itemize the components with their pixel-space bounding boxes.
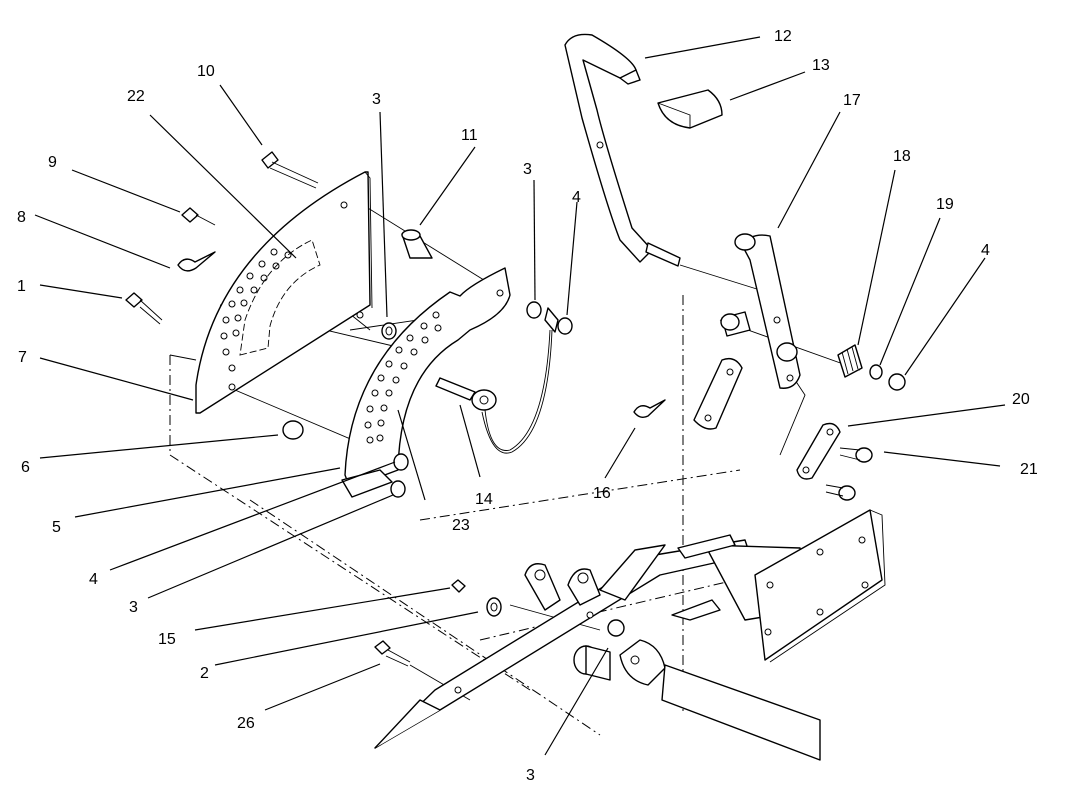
callout-26: 26	[237, 715, 255, 732]
callout-4-lower-left: 4	[89, 571, 98, 588]
pedal-link	[720, 233, 801, 389]
callout-4-right: 4	[981, 242, 990, 259]
brake-pedal	[564, 33, 681, 267]
callout-22: 22	[127, 88, 145, 105]
callout-3-top-right: 3	[523, 161, 532, 178]
lanyard-pin	[435, 329, 553, 454]
callout-7: 7	[18, 349, 27, 366]
left-hardware	[125, 151, 573, 498]
callout-5: 5	[52, 519, 61, 536]
callout-3-bottom: 3	[526, 767, 535, 784]
callout-19: 19	[936, 196, 954, 213]
callout-3-top-left: 3	[372, 91, 381, 108]
spring-assembly	[837, 344, 906, 391]
side-links	[633, 357, 873, 501]
callout-3-lower-left: 3	[129, 599, 138, 616]
callout-8: 8	[17, 209, 26, 226]
callout-16: 16	[593, 485, 611, 502]
callout-labels: 1 2 3 3 3 3 4 4 4 5 6 7 8 9 10 11 12 13 …	[17, 28, 1038, 784]
callout-6: 6	[21, 459, 30, 476]
callout-21: 21	[1020, 461, 1038, 478]
callout-4-top: 4	[572, 189, 581, 206]
callout-2: 2	[200, 665, 209, 682]
callout-10: 10	[197, 63, 215, 80]
frame-assembly	[374, 509, 886, 761]
callout-12: 12	[774, 28, 792, 45]
callout-18: 18	[893, 148, 911, 165]
callout-13: 13	[812, 57, 830, 74]
callout-20: 20	[1012, 391, 1030, 408]
quadrant-plate	[169, 171, 373, 414]
callout-17: 17	[843, 92, 861, 109]
callout-11: 11	[461, 127, 478, 144]
callout-14: 14	[475, 491, 493, 508]
pedal-pad	[657, 89, 723, 129]
callout-15: 15	[158, 631, 176, 648]
leader-lines	[34, 36, 1006, 756]
callout-9: 9	[48, 154, 57, 171]
callout-1: 1	[17, 278, 26, 295]
callout-23: 23	[452, 517, 470, 534]
